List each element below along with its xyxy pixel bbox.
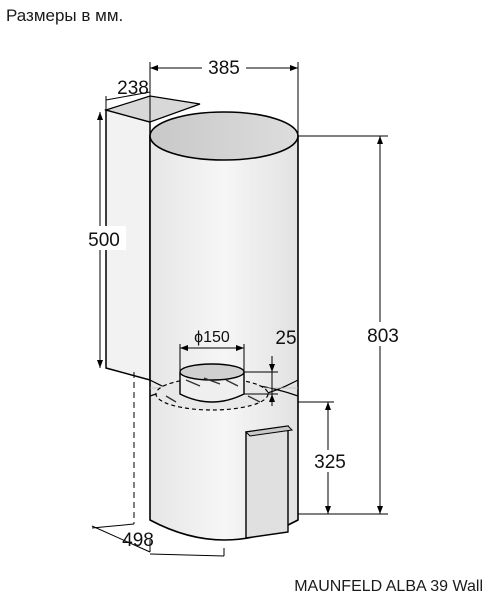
dim-duct-height: 25 (244, 328, 297, 406)
dim-depth-top: 238 (105, 78, 151, 110)
dim-duct-diameter-label: ϕ150 (194, 329, 230, 346)
dim-base-height-label: 325 (314, 452, 346, 473)
duct-outlet (155, 363, 269, 411)
dim-total-height: 803 (298, 135, 402, 515)
dim-width: 385 (149, 56, 299, 136)
dim-duct-height-label: 25 (275, 328, 296, 349)
wall-guides (91, 372, 135, 529)
dim-body-height: 500 (82, 112, 126, 368)
dim-depth-top-label: 238 (117, 78, 149, 99)
dim-base-depth: 498 (91, 525, 225, 557)
dim-body-height-label: 500 (88, 230, 120, 251)
model-name: MAUNFELD ALBA 39 Wall (294, 578, 483, 595)
dim-width-label: 385 (208, 58, 240, 79)
dim-total-height-label: 803 (367, 326, 399, 347)
units-caption: Размеры в мм. (6, 6, 124, 25)
dim-duct-diameter: ϕ150 (179, 329, 245, 372)
dim-base-height: 325 (298, 401, 350, 515)
control-panel (244, 425, 294, 539)
dim-base-depth-label: 498 (122, 530, 154, 551)
